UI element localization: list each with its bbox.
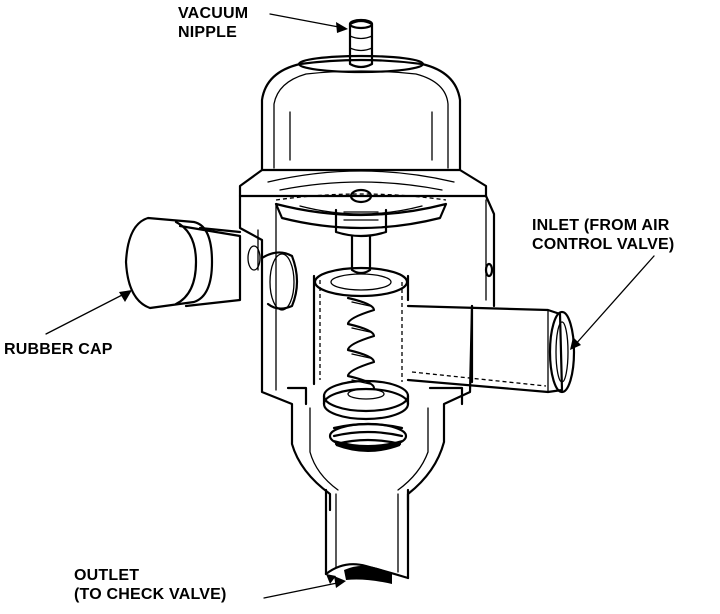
rubber-cap-port (124, 216, 299, 311)
valve-disk (322, 379, 410, 421)
diaphragm-housing (238, 54, 488, 201)
outlet-label-line2: (TO CHECK VALVE) (74, 586, 227, 603)
inner-chamber (312, 266, 410, 386)
vacuum-nipple (348, 18, 374, 69)
vacuum-nipple-label-line2: NIPPLE (178, 24, 237, 41)
diaphragm-disk (274, 188, 448, 275)
outlet-label-line1: OUTLET (74, 567, 140, 584)
inlet-label-line2: CONTROL VALVE) (532, 236, 675, 253)
rubber-cap-label: RUBBER CAP (4, 340, 113, 359)
outlet-label: OUTLET (TO CHECK VALVE) (74, 566, 227, 604)
vacuum-nipple-label-line1: VACUUM (178, 5, 249, 22)
inlet-pipe (406, 304, 576, 394)
vacuum-nipple-label: VACUUM NIPPLE (178, 4, 248, 42)
inlet-label-line1: INLET (FROM AIR (532, 217, 670, 234)
leader-arrows (45, 13, 655, 599)
lower-seat (328, 422, 408, 452)
coil-spring (346, 296, 376, 390)
inlet-label: INLET (FROM AIR CONTROL VALVE) (532, 216, 674, 254)
rubber-cap-label-line1: RUBBER CAP (4, 341, 113, 358)
valve-body (238, 194, 496, 512)
outlet-pipe (324, 488, 410, 584)
